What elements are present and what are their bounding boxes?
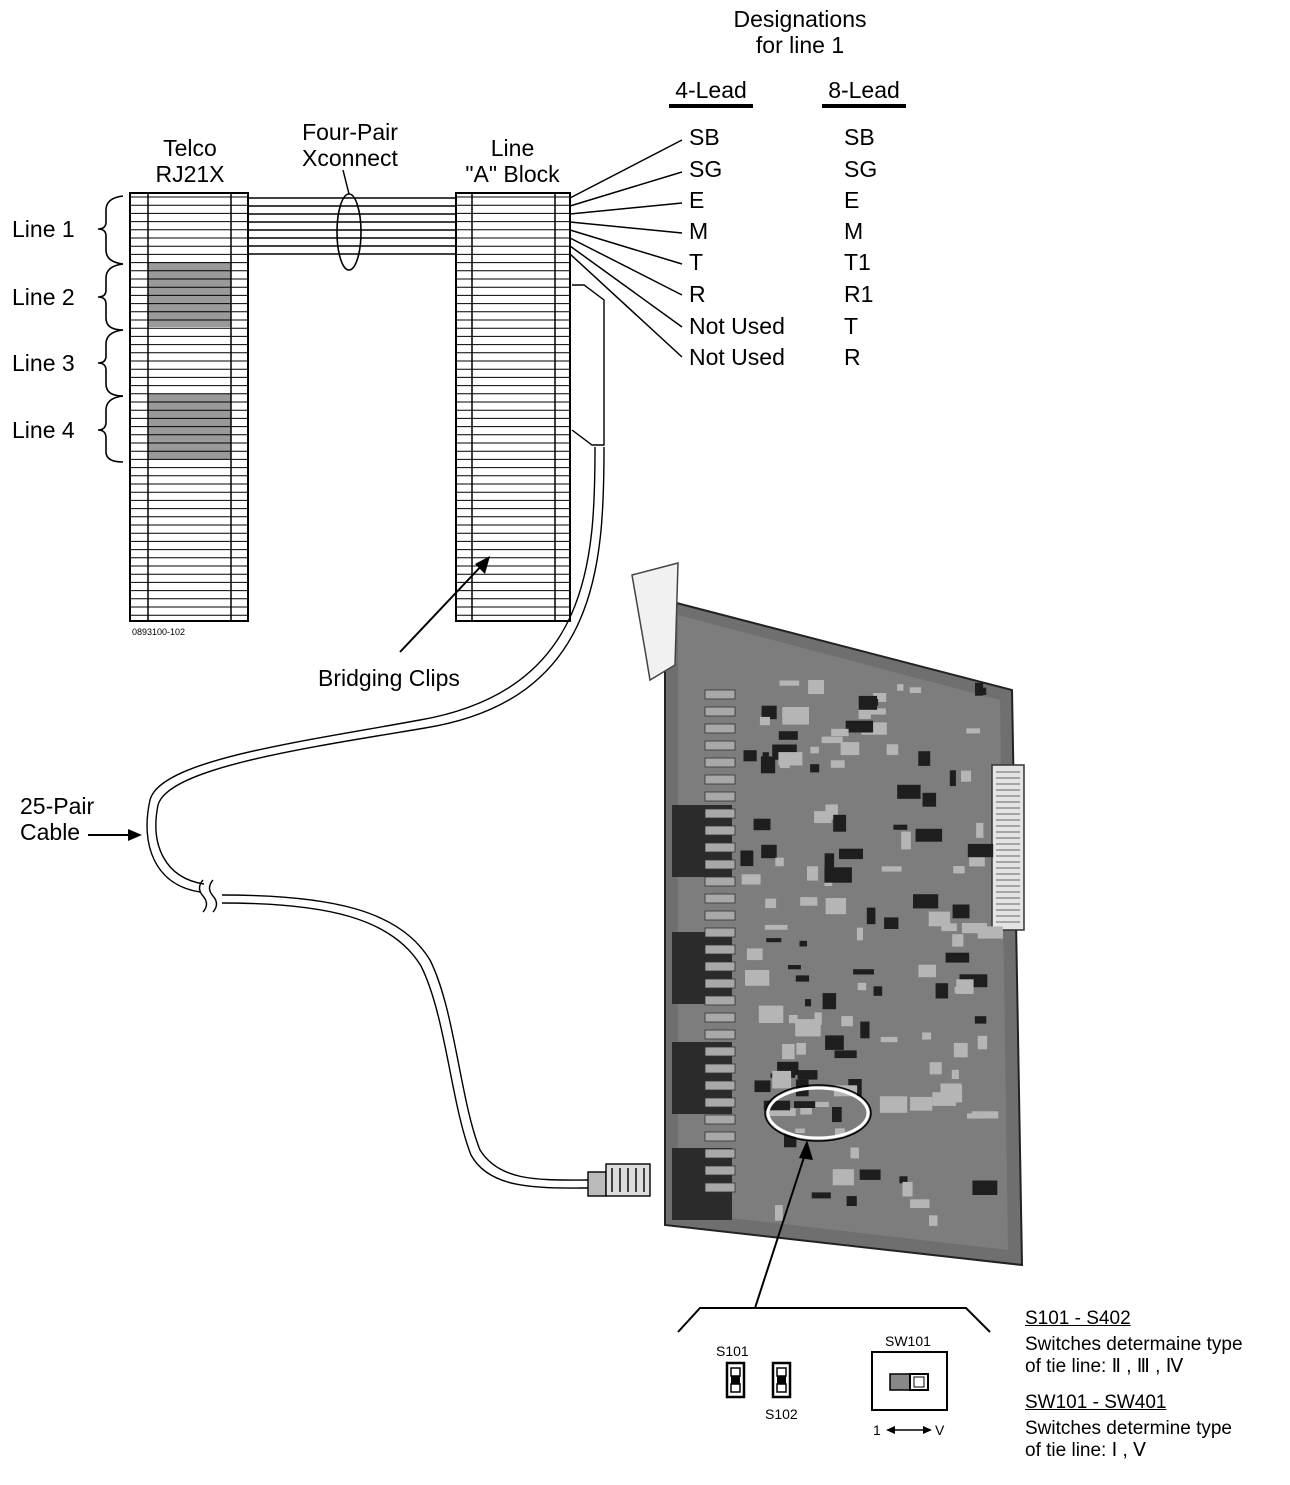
cable-label-line2: Cable [20, 819, 94, 845]
line-a-block [456, 193, 570, 621]
detail-frame [678, 1308, 990, 1332]
cable-label-line1: 25-Pair [20, 793, 94, 819]
note2-line1: Switches determine type [1025, 1418, 1232, 1440]
col-4-lead-header: 4-Lead [665, 77, 757, 103]
line-label: Line 3 [12, 350, 75, 376]
eight-lead-item: R [844, 344, 861, 370]
designations-title-line2: for line 1 [690, 32, 910, 58]
line-block-label-line2: "A" Block [445, 161, 580, 187]
xconnect-label: Four-Pair Xconnect [285, 119, 415, 171]
four-lead-item: M [689, 218, 708, 244]
note1-line1: Switches determaine type [1025, 1334, 1243, 1356]
s101-switch-graphic [727, 1363, 744, 1397]
telco-label-line1: Telco [140, 135, 240, 161]
part-number: 0893100-102 [132, 627, 185, 637]
four-lead-item: E [689, 187, 704, 213]
telco-label: Telco RJ21X [140, 135, 240, 187]
rj-plug [588, 1164, 650, 1196]
s102-label: S102 [765, 1406, 798, 1422]
telco-label-line2: RJ21X [140, 161, 240, 187]
note2-line2: of tie line: Ⅰ , Ⅴ [1025, 1440, 1146, 1462]
telco-block [130, 193, 248, 621]
cable-label: 25-Pair Cable [20, 793, 94, 845]
sw-range-right: V [935, 1422, 944, 1438]
line-label: Line 1 [12, 216, 75, 242]
col-8-lead-rule [822, 104, 906, 108]
designations-title: Designations for line 1 [690, 6, 910, 58]
four-lead-item: SB [689, 124, 720, 150]
line-braces [98, 196, 123, 462]
s102-switch-graphic [773, 1363, 790, 1397]
four-lead-item: Not Used [689, 313, 785, 339]
line-block-label-line1: Line [445, 135, 580, 161]
circuit-board [632, 563, 1024, 1265]
eight-lead-item: R1 [844, 281, 873, 307]
eight-lead-item: E [844, 187, 859, 213]
line-block-label: Line "A" Block [445, 135, 580, 187]
eight-lead-item: SB [844, 124, 875, 150]
eight-lead-item: M [844, 218, 863, 244]
xconnect-label-line2: Xconnect [285, 145, 415, 171]
four-lead-item: Not Used [689, 344, 785, 370]
four-lead-item: R [689, 281, 706, 307]
designations-title-line1: Designations [690, 6, 910, 32]
eight-lead-item: SG [844, 156, 877, 182]
line-label: Line 4 [12, 417, 75, 443]
note1-line2: of tie line: Ⅱ , Ⅲ , Ⅳ [1025, 1356, 1183, 1378]
sw101-label: SW101 [885, 1333, 931, 1349]
col-8-lead-header: 8-Lead [818, 77, 910, 103]
four-lead-item: SG [689, 156, 722, 182]
eight-lead-item: T1 [844, 249, 871, 275]
four-lead-item: T [689, 249, 703, 275]
eight-lead-item: T [844, 313, 858, 339]
bridging-clips-label: Bridging Clips [318, 665, 460, 691]
col-4-lead-rule [669, 104, 753, 108]
line-label: Line 2 [12, 284, 75, 310]
xconnect-label-line1: Four-Pair [285, 119, 415, 145]
designation-leads [570, 140, 682, 357]
xconnect-wires [248, 198, 456, 254]
sw-range-left: 1 [873, 1422, 881, 1438]
s101-label: S101 [716, 1343, 749, 1359]
note2-title: SW101 - SW401 [1025, 1392, 1167, 1414]
note1-title: S101 - S402 [1025, 1308, 1131, 1330]
